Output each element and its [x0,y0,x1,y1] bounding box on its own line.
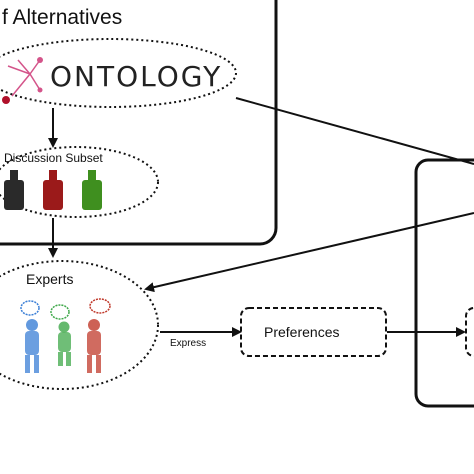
right-dashed-node [465,307,474,357]
bottle-icon-red [43,170,63,210]
arrow-right-to-experts [144,212,474,293]
experts-label: Experts [26,271,73,287]
express-label: Express [170,338,206,349]
ontology-logo-icon [2,57,43,104]
bottle-icon-black [4,170,24,210]
ontology-node [0,38,237,108]
discussion-subset-label: Discussion Subset [4,151,103,165]
expert-figure-icon-green [50,304,71,366]
line-ontology-to-right [235,97,474,165]
preferences-node [240,307,387,357]
bottle-icon-green [82,170,102,210]
preferences-label: Preferences [264,324,339,340]
ontology-logo-text: ONTOLOGY [50,60,222,93]
experts-node [0,260,159,390]
alternatives-container [0,0,278,246]
alternatives-title: f Alternatives [2,6,122,29]
expert-figure-icon-red [87,298,111,373]
discussion-subset-node [0,146,159,218]
expert-figure-icon-blue [20,300,40,373]
right-container [414,158,474,408]
